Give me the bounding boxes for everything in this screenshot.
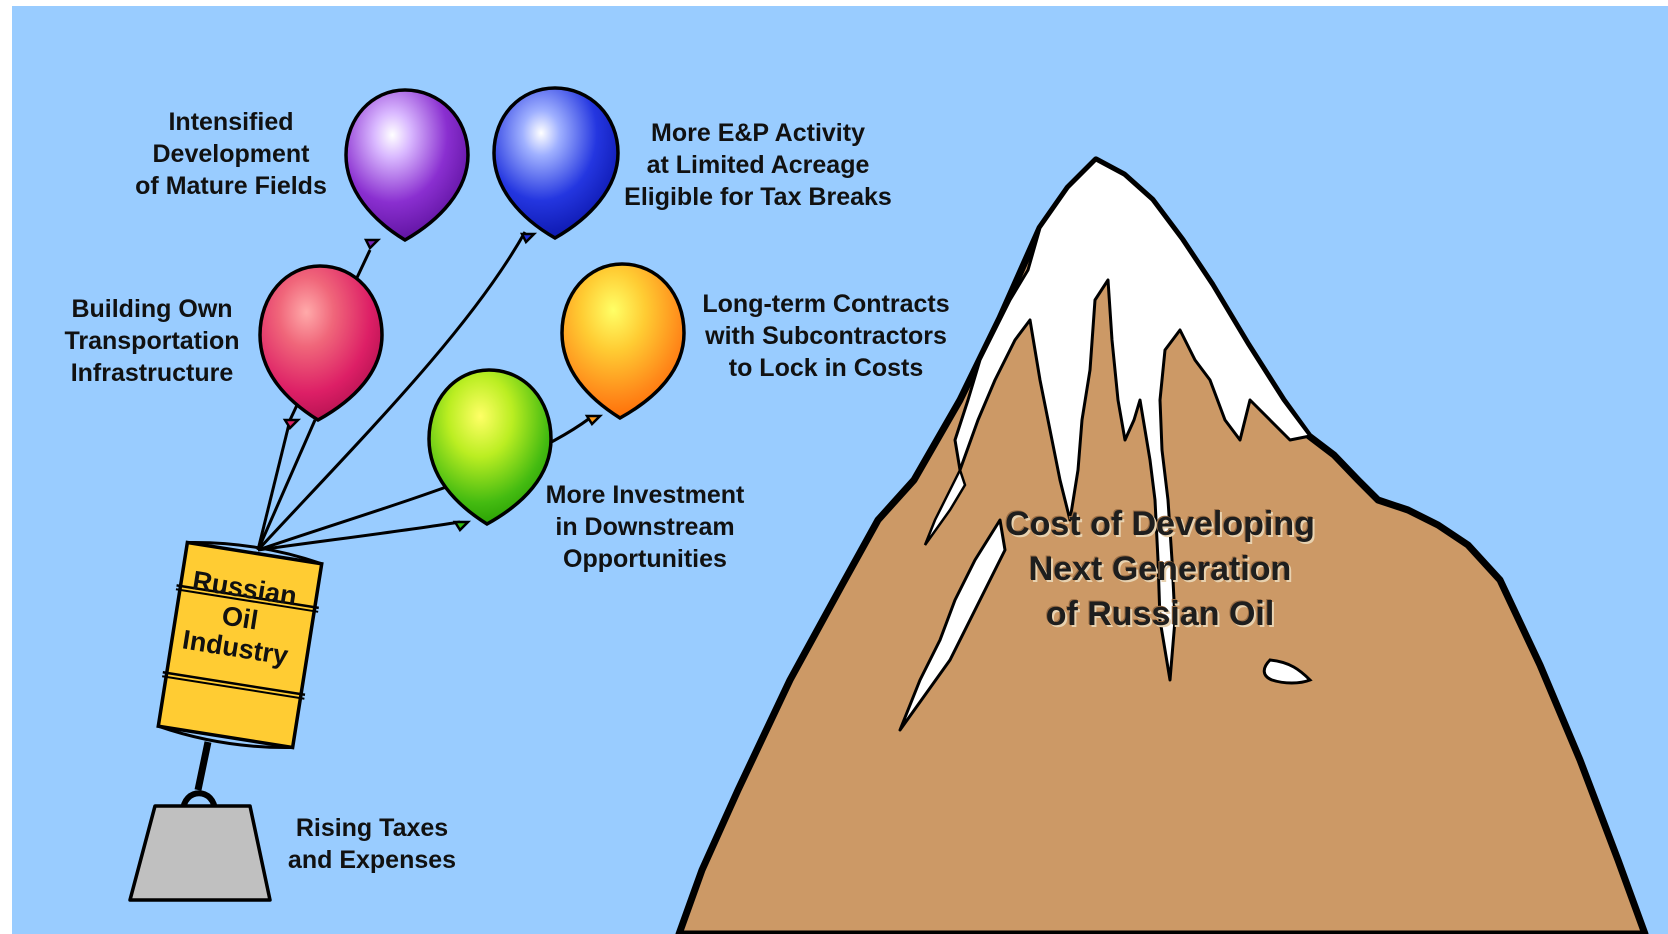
mountain-snow — [1262, 658, 1313, 685]
oil-barrel — [156, 540, 324, 750]
label-transport: Building Own Transportation Infrastructu… — [64, 295, 240, 387]
balloon-purple — [344, 88, 470, 251]
balloon-red — [258, 264, 384, 430]
balloon-green — [427, 368, 553, 532]
label-downstream: More Investment in Downstream Opportunit… — [545, 481, 745, 573]
balloon-orange — [560, 262, 686, 426]
mountain — [675, 156, 1649, 934]
label-taxes: Rising Taxes and Expenses — [287, 814, 457, 874]
label-mature-fields: Intensified Development of Mature Fields — [135, 108, 327, 200]
weight — [128, 741, 272, 902]
mountain-snow — [923, 466, 967, 546]
mountain-snow — [898, 518, 1007, 732]
balloon-blue — [492, 86, 620, 245]
mountain-label: Cost of Developing Next Generation of Ru… — [1005, 505, 1315, 633]
label-contracts: Long-term Contracts with Subcontractors … — [702, 290, 950, 382]
label-ep-activity: More E&P Activity at Limited Acreage Eli… — [624, 119, 892, 211]
